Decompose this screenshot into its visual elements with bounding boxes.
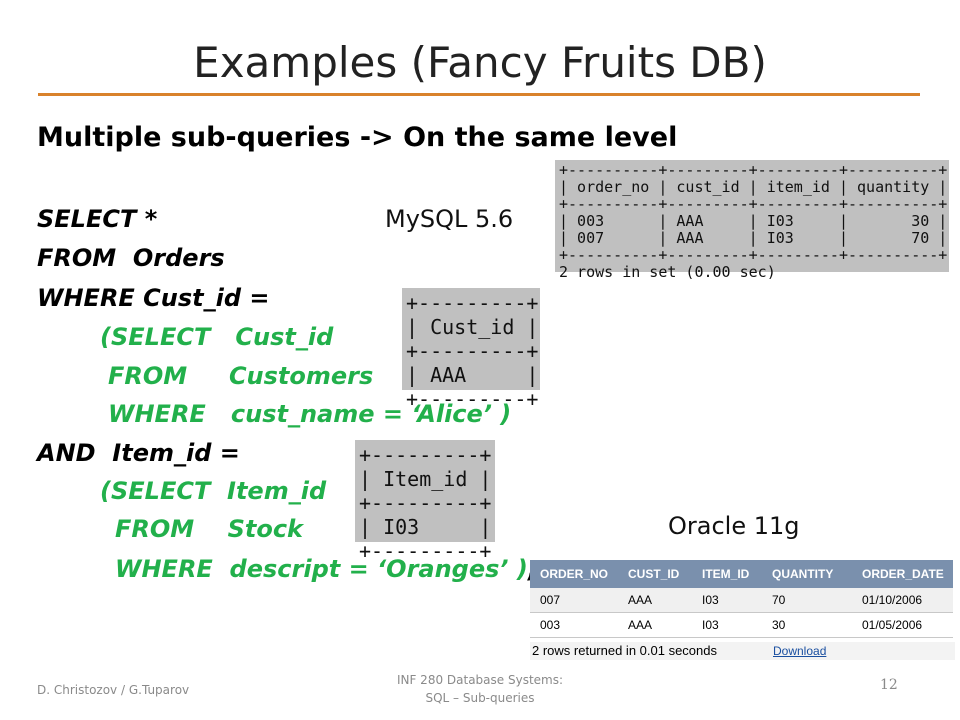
download-link[interactable]: Download [773, 644, 827, 658]
slide-title: Examples (Fancy Fruits DB) [193, 38, 767, 87]
sql-line-select: SELECT * [37, 205, 158, 233]
footer-course-line2: SQL – Sub-queries [425, 691, 535, 705]
page-number: 12 [880, 677, 898, 693]
sql-subquery2-where-line: WHERE descript = ‘Oranges’ ); [115, 555, 537, 583]
mysql-result-console: +----------+---------+---------+--------… [555, 160, 949, 281]
sql-subquery2-where: WHERE descript = ‘Oranges’ ) [115, 555, 528, 583]
cust-id-result-box: +---------+ | Cust_id | +---------+ | AA… [402, 288, 540, 411]
cell: 30 [762, 612, 852, 638]
item-id-result-box: +---------+ | Item_id | +---------+ | I0… [355, 440, 495, 563]
sql-subquery1-from: FROM Customers [108, 362, 374, 390]
cell: 01/05/2006 [852, 612, 953, 638]
title-divider [38, 93, 920, 96]
col-item-id: ITEM_ID [692, 560, 762, 588]
cell: 01/10/2006 [852, 588, 953, 613]
mysql-label: MySQL 5.6 [385, 205, 514, 233]
sql-subquery1-where: WHERE cust_name = ‘Alice’ ) [108, 400, 512, 428]
cell: 007 [530, 588, 618, 613]
cell: AAA [618, 612, 692, 638]
table-row: 003 AAA I03 30 01/05/2006 [530, 612, 953, 638]
table-row: 007 AAA I03 70 01/10/2006 [530, 588, 953, 613]
rows-returned-text: 2 rows returned in 0.01 seconds [532, 643, 717, 658]
sql-line-and: AND Item_id = [37, 439, 240, 467]
col-quantity: QUANTITY [762, 560, 852, 588]
col-cust-id: CUST_ID [618, 560, 692, 588]
sql-subquery2-from: FROM Stock [115, 515, 304, 543]
footer-course: INF 280 Database Systems: SQL – Sub-quer… [380, 671, 580, 707]
slide-subtitle: Multiple sub-queries -> On the same leve… [37, 122, 678, 153]
cell: 70 [762, 588, 852, 613]
oracle-result-table: ORDER_NO CUST_ID ITEM_ID QUANTITY ORDER_… [530, 560, 955, 660]
oracle-footer: 2 rows returned in 0.01 seconds Download [530, 642, 955, 660]
footer-course-line1: INF 280 Database Systems: [396, 673, 564, 687]
cell: 003 [530, 612, 618, 638]
sql-subquery1-select: (SELECT Cust_id [100, 323, 334, 351]
sql-line-where: WHERE Cust_id = [37, 284, 270, 312]
sql-line-from: FROM Orders [37, 244, 225, 272]
cell: I03 [692, 612, 762, 638]
cell: I03 [692, 588, 762, 613]
oracle-table: ORDER_NO CUST_ID ITEM_ID QUANTITY ORDER_… [530, 560, 953, 638]
table-header-row: ORDER_NO CUST_ID ITEM_ID QUANTITY ORDER_… [530, 560, 953, 588]
col-order-no: ORDER_NO [530, 560, 618, 588]
oracle-label: Oracle 11g [668, 512, 800, 540]
col-order-date: ORDER_DATE [852, 560, 953, 588]
sql-subquery2-select: (SELECT Item_id [100, 477, 327, 505]
cell: AAA [618, 588, 692, 613]
footer-authors: D. Christozov / G.Tuparov [37, 683, 190, 697]
